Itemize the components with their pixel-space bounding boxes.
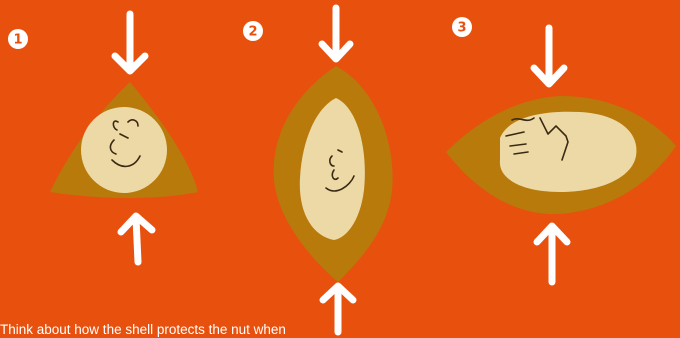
step-3-top-arrow [534, 28, 564, 84]
step-1-group: 1 [8, 14, 198, 262]
step-3-group: 3 [446, 17, 676, 282]
step-1-bottom-arrow [121, 216, 152, 262]
step-1-kernel [81, 107, 167, 193]
caption-text: Think about how the shell protects the n… [0, 322, 360, 338]
step-2-badge: 2 [243, 21, 263, 41]
step-1-badge: 1 [8, 29, 28, 49]
step-1-number: 1 [13, 33, 22, 48]
step-3-badge: 3 [452, 17, 472, 37]
step-3-bottom-arrow [537, 226, 567, 282]
step-1-top-arrow [115, 14, 145, 71]
step-2-group: 2 [243, 8, 393, 332]
step-2-top-arrow [322, 8, 350, 59]
step-2-number: 2 [248, 25, 257, 40]
step-3-number: 3 [457, 21, 466, 36]
step-3-kernel [500, 112, 637, 192]
